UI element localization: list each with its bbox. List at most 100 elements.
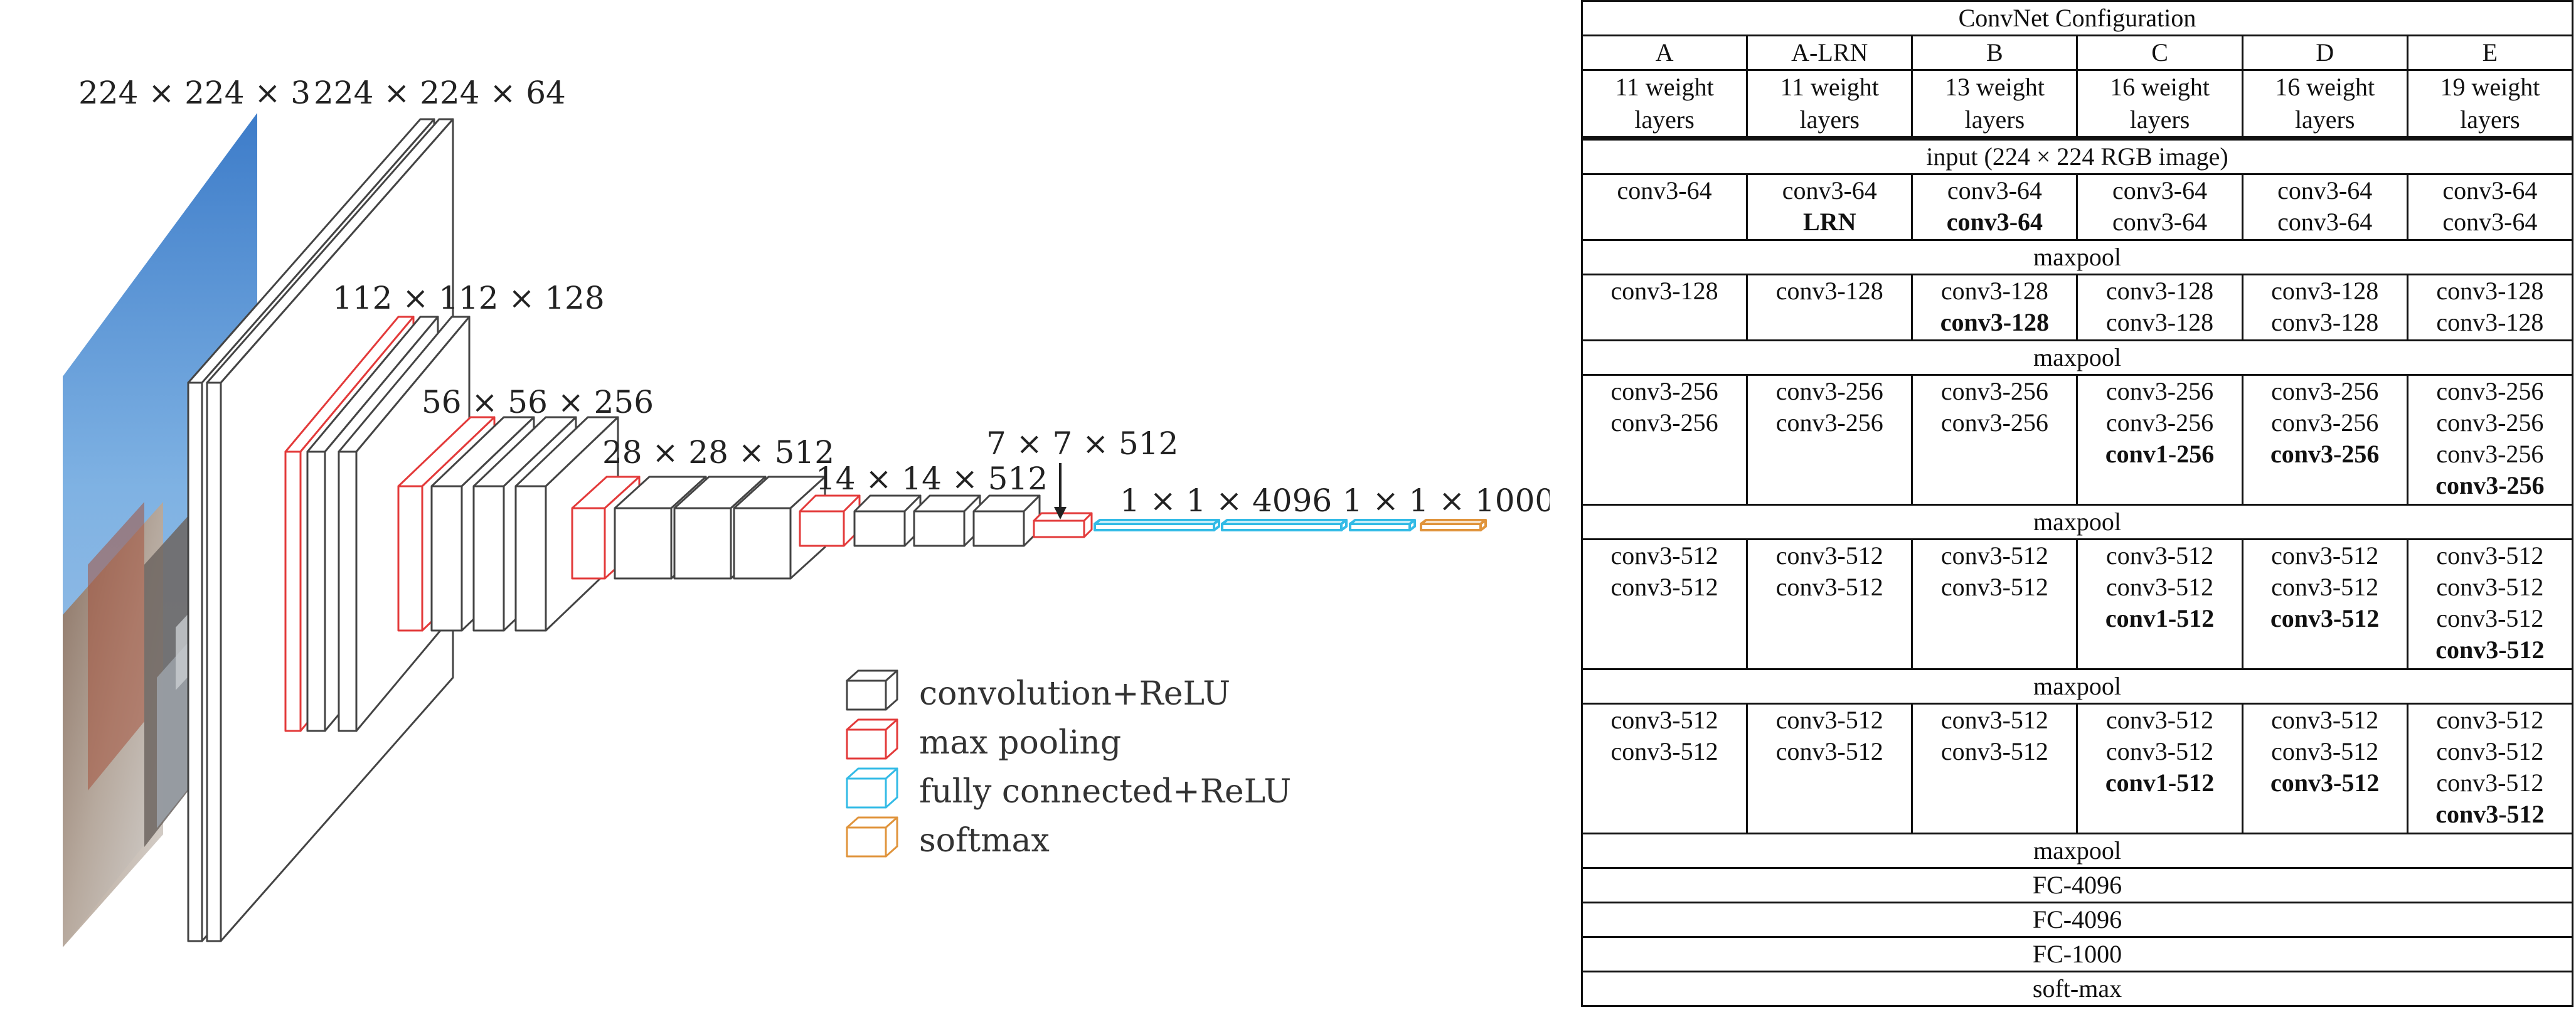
layer-cell: conv3-128 conv3-128 — [1911, 274, 2078, 341]
empty-line — [1583, 800, 1746, 833]
empty-line — [1913, 767, 2076, 800]
maxpool-cell: maxpool — [1581, 239, 2573, 275]
column-name: A-LRN — [1746, 35, 1913, 71]
legend-item: softmax — [846, 816, 1050, 860]
layer-label: conv3-128 — [1775, 277, 1883, 305]
layer-label: conv3-256 — [2106, 377, 2214, 405]
maxpool-cell-row: maxpool — [1581, 504, 2573, 540]
layer-label: conv3-512 — [2106, 541, 2214, 570]
layer-label: conv3-256 — [2271, 377, 2379, 405]
layer-label: conv3-512 — [2106, 706, 2214, 734]
legend-item: convolution+ReLU — [846, 669, 1230, 713]
layer-label: conv3-256 — [2271, 408, 2379, 437]
layer-label: conv3-64 — [2277, 176, 2373, 205]
layer-blocks — [187, 118, 1487, 942]
empty-line — [1583, 767, 1746, 800]
pool5-layer — [1033, 512, 1093, 538]
maxpool-cell-row: maxpool — [1581, 668, 2573, 705]
layer-label: conv3-512 — [1940, 541, 2048, 570]
fc6-layer — [1094, 519, 1220, 531]
empty-line — [2243, 634, 2407, 667]
layer-label: conv3-512 — [2436, 541, 2544, 570]
empty-line — [1583, 636, 1746, 668]
conv5-layer-a — [853, 494, 922, 547]
empty-line — [1913, 603, 2076, 636]
added-layer-label: conv3-256 — [2435, 471, 2545, 499]
depth-line: 11 weight — [1780, 73, 1879, 101]
layer-label: conv3-256 — [2436, 408, 2544, 437]
layer-label: conv3-256 — [1610, 377, 1718, 405]
fc8-layer — [1349, 519, 1416, 531]
added-layer-label: conv3-128 — [1940, 308, 2050, 336]
empty-line — [1748, 307, 1911, 339]
layer-label: conv3-512 — [2106, 573, 2214, 601]
column-name: B — [1911, 35, 2078, 71]
empty-line — [2078, 470, 2241, 503]
fc-dim-label: 1 × 1 × 4096 — [1120, 482, 1332, 519]
legend-item: fully connected+ReLU — [846, 767, 1291, 811]
vgg-architecture-diagram: 224 × 224 × 3 224 × 224 × 64 112 × 112 ×… — [63, 75, 1550, 947]
empty-line — [1748, 636, 1911, 668]
layer-label: conv3-128 — [1940, 277, 2048, 305]
depth-line: 11 weight — [1615, 73, 1714, 101]
layer-label: conv3-256 — [2106, 408, 2214, 437]
layer-label: conv3-256 — [1940, 377, 2048, 405]
added-layer-label: conv3-512 — [2435, 800, 2545, 828]
maxpool-cell-row: maxpool — [1581, 239, 2573, 275]
layer-label: conv3-512 — [1775, 541, 1883, 570]
legend-label: max pooling — [919, 724, 1121, 762]
layer-label: conv3-512 — [2271, 737, 2379, 765]
depth-line: layers — [2129, 105, 2190, 134]
layer-label: conv3-512 — [1610, 737, 1718, 765]
column-name: D — [2241, 35, 2408, 71]
layer-cell: conv3-256 conv3-256 — [1911, 374, 2078, 506]
layer-label: conv3-512 — [2106, 737, 2214, 765]
layer-label: conv3-128 — [2106, 277, 2214, 305]
layer-label: conv3-64 — [2112, 208, 2208, 236]
layer-label: conv3-128 — [2436, 277, 2544, 305]
added-layer-label: conv3-512 — [2270, 604, 2380, 632]
layer-label: conv3-256 — [2436, 440, 2544, 468]
head-layer-cell-row: FC-4096 — [1581, 867, 2573, 903]
empty-line — [1748, 471, 1911, 504]
pool5-dim-label: 7 × 7 × 512 — [986, 425, 1178, 462]
empty-line — [1748, 800, 1911, 833]
architecture-svg: 224 × 224 × 3 224 × 224 × 64 112 × 112 ×… — [63, 75, 1550, 947]
head-layer-cell: FC-4096 — [1581, 902, 2573, 938]
column-name: C — [2076, 35, 2243, 71]
depth-line: layers — [2294, 105, 2355, 134]
conv2-dim-label: 112 × 112 × 128 — [333, 280, 605, 316]
maxpool-cell: maxpool — [1581, 504, 2573, 540]
layer-label: conv3-512 — [1940, 706, 2048, 734]
layer-label: conv3-64 — [1947, 176, 2042, 205]
empty-line — [1583, 471, 1746, 504]
layer-label: conv3-512 — [1775, 706, 1883, 734]
layer-label: conv3-512 — [2271, 573, 2379, 601]
empty-line — [1913, 636, 2076, 668]
conv-block-row: conv3-256 conv3-256 conv3-256 conv3-256 conv… — [1580, 374, 2574, 506]
softmax-layer — [1420, 519, 1487, 531]
layer-cell: conv3-128 — [1580, 274, 1748, 341]
empty-line — [2243, 799, 2407, 831]
layer-label: conv3-256 — [1940, 408, 2048, 437]
empty-line — [1583, 307, 1746, 339]
head-layer-cell: FC-4096 — [1581, 867, 2573, 903]
layer-label: conv3-256 — [2436, 377, 2544, 405]
depth-line: layers — [1634, 105, 1695, 134]
added-layer-label: conv3-512 — [2270, 769, 2380, 797]
empty-line — [2078, 799, 2241, 831]
layer-label: conv3-128 — [2271, 277, 2379, 305]
